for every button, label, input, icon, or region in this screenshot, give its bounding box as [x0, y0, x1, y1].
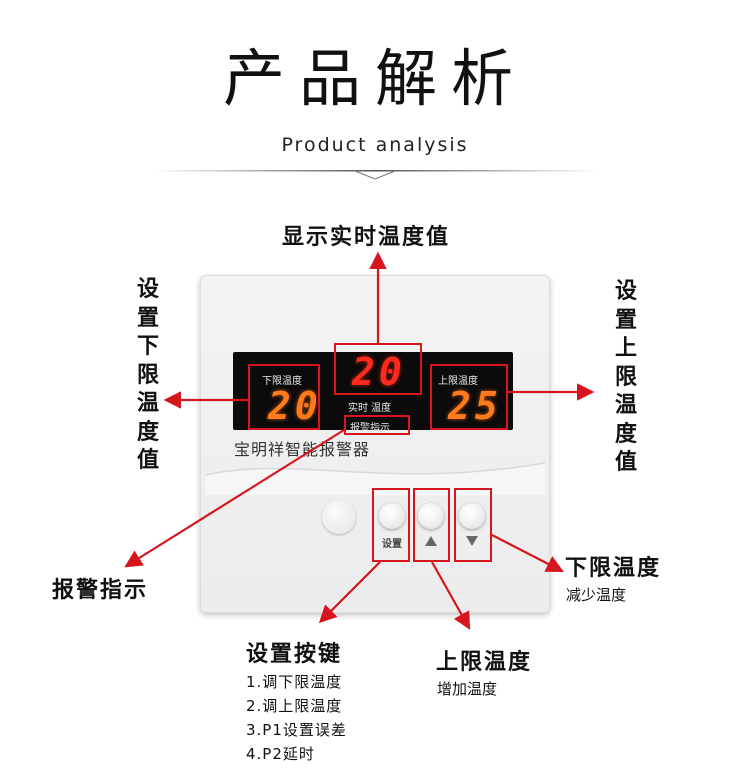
- page-subtitle: Product analysis: [281, 134, 469, 156]
- unlabeled-round-button[interactable]: [322, 500, 356, 534]
- set-key-item-1: 1.调下限温度: [246, 673, 343, 691]
- set-key-item-2: 2.调上限温度: [246, 697, 343, 715]
- lower-limit-char-3: 下: [136, 334, 159, 359]
- upper-limit-digits: 25: [448, 384, 502, 428]
- brand-name: 宝明祥智能报警器: [234, 440, 371, 459]
- realtime-callout: 显示实时温度值: [282, 225, 451, 250]
- up-key-callout-desc: 增加温度: [437, 680, 498, 698]
- up-button-highlight: [413, 488, 450, 562]
- upper-limit-char-5: 温: [614, 393, 637, 418]
- upper-limit-display-label: 上限温度: [438, 376, 478, 387]
- up-button[interactable]: [418, 503, 444, 529]
- set-button[interactable]: [379, 503, 405, 529]
- down-key-callout-desc: 减少温度: [566, 586, 627, 604]
- lower-limit-char-2: 置: [136, 305, 159, 331]
- lower-limit-display-label: 下限温度: [262, 376, 302, 387]
- upper-limit-char-6: 度: [614, 421, 637, 447]
- down-button-highlight: [454, 488, 492, 562]
- upper-limit-char-4: 限: [614, 364, 637, 390]
- lower-limit-char-4: 限: [136, 362, 159, 388]
- subtitle-divider: [150, 170, 600, 180]
- set-key-callout-title: 设置按键: [246, 642, 343, 667]
- lower-limit-callout: 设 置 下 限 温 度 值: [134, 276, 162, 476]
- up-arrow-icon: [425, 536, 437, 546]
- set-key-item-3: 3.P1设置误差: [246, 721, 347, 739]
- down-arrow-icon: [466, 536, 478, 546]
- realtime-digits: 20: [352, 350, 406, 394]
- lower-limit-char-5: 温: [136, 391, 159, 416]
- lower-limit-char-1: 设: [136, 277, 159, 302]
- down-button[interactable]: [459, 503, 485, 529]
- realtime-highlight: [334, 343, 422, 395]
- upper-limit-highlight: [430, 364, 508, 430]
- down-key-callout-title: 下限温度: [565, 556, 662, 581]
- lower-limit-char-6: 度: [136, 419, 159, 445]
- page-title: 产品解析: [222, 42, 527, 115]
- alarm-indicator-label: 报警指示: [350, 423, 390, 434]
- alarm-highlight: [344, 415, 410, 435]
- upper-limit-char-1: 设: [614, 279, 637, 304]
- lower-limit-highlight: [248, 364, 320, 430]
- upper-limit-char-7: 值: [614, 450, 637, 475]
- upper-limit-char-3: 上: [614, 336, 637, 361]
- up-key-callout-title: 上限温度: [436, 650, 533, 675]
- upper-limit-callout: 设 置 上 限 温 度 值: [612, 278, 640, 478]
- set-button-label: 设置: [382, 539, 402, 550]
- upper-limit-char-2: 置: [614, 307, 637, 333]
- lower-limit-digits: 20: [268, 384, 322, 428]
- alarm-callout: 报警指示: [52, 578, 149, 603]
- set-button-highlight: [372, 488, 410, 562]
- realtime-display-label: 实时 温度: [348, 403, 392, 414]
- lower-limit-char-7: 值: [136, 448, 159, 473]
- set-key-item-4: 4.P2延时: [246, 745, 315, 763]
